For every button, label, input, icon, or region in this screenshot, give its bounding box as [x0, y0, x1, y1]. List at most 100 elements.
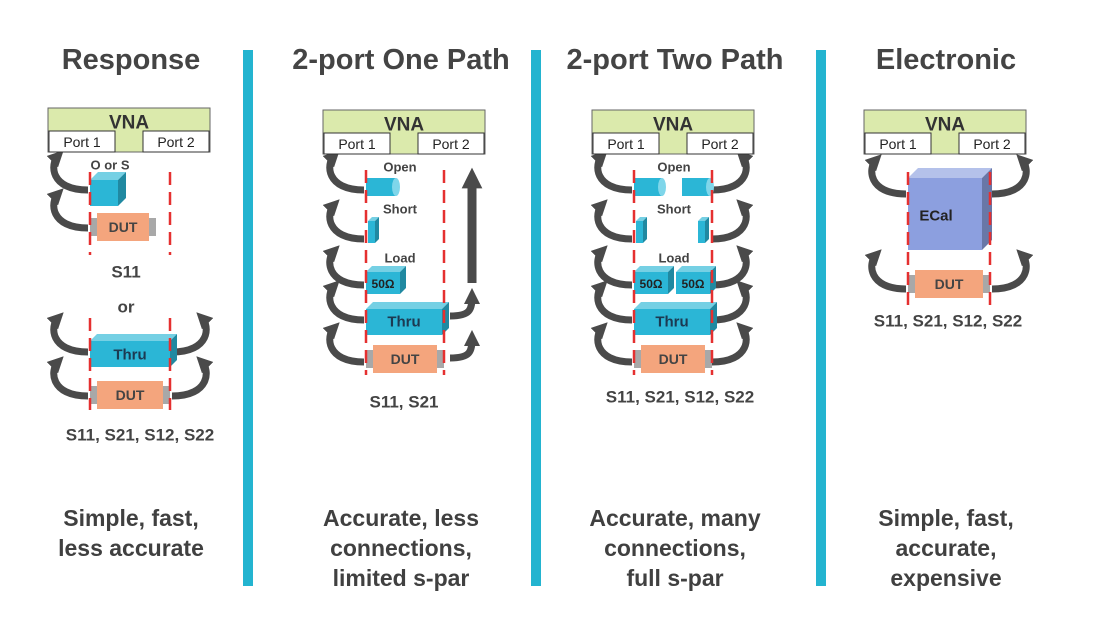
curved-arrow-icon [171, 312, 214, 356]
vna-label: VNA [384, 115, 424, 136]
load-standard [366, 272, 400, 294]
thru-standard-top [634, 302, 717, 309]
curved-arrow-icon [46, 356, 89, 400]
thru-label: Thru [113, 347, 146, 364]
sparams-label: S11, S21, S12, S22 [66, 426, 214, 445]
thru-label: Thru [387, 314, 420, 331]
dut-label: DUT [109, 219, 138, 235]
dut-connector [908, 275, 915, 293]
short-standard-side [705, 217, 709, 243]
port2-box [686, 132, 754, 155]
column-summary-two-path: Accurate, many connections, full s-par [548, 503, 802, 593]
short-label: Short [383, 202, 418, 217]
port2-label: Port 2 [973, 136, 1011, 152]
ecal-module-top [908, 168, 992, 178]
curved-arrow-icon [46, 312, 89, 356]
thru-label: Thru [655, 314, 688, 331]
thru-standard [366, 309, 442, 335]
dut-connector [149, 218, 156, 236]
column-summary-response: Simple, fast, less accurate [20, 503, 242, 563]
curved-arrow-icon [449, 287, 481, 320]
curved-arrow-icon [46, 188, 89, 232]
load-value-label: 50Ω [372, 277, 395, 291]
port2-box [142, 130, 210, 153]
dut-label: DUT [659, 351, 688, 367]
port1-box [48, 130, 116, 153]
port1-label: Port 1 [63, 134, 101, 150]
load-label: Load [658, 251, 689, 266]
summary-line: Accurate, less [323, 505, 479, 531]
port1-box [323, 132, 391, 155]
curved-arrow-icon [711, 245, 754, 289]
summary-line: connections, [330, 535, 472, 561]
curved-arrow-icon [864, 249, 907, 293]
curved-arrow-icon [46, 150, 89, 194]
load-standard-top [676, 266, 716, 272]
curved-arrow-icon [991, 154, 1034, 198]
standards-layer [90, 168, 992, 409]
open-standard [634, 178, 662, 196]
curved-arrow-icon [590, 199, 633, 243]
curved-arrow-icon [711, 322, 754, 366]
curved-arrow-icon [711, 280, 754, 324]
thru-standard-side [170, 334, 177, 367]
dut-connector [90, 386, 97, 404]
column-title-one-path: 2-port One Path [292, 44, 510, 76]
vna-label: VNA [109, 113, 149, 134]
port1-label: Port 1 [338, 136, 376, 152]
port1-label: Port 1 [607, 136, 645, 152]
summary-line: accurate, [895, 535, 997, 561]
o-or-s-standard-top [90, 172, 126, 180]
short-standard-top [368, 217, 379, 221]
summary-line: Accurate, many [589, 505, 761, 531]
column-summary-electronic: Simple, fast, accurate, expensive [835, 503, 1057, 593]
ecal-label: ECal [919, 208, 952, 225]
or-label: or [118, 298, 135, 317]
short-standard [636, 221, 643, 243]
divider-3 [816, 50, 826, 586]
summary-line: expensive [890, 565, 1002, 591]
short-standard-top [698, 217, 709, 221]
thru-standard-top [90, 334, 177, 341]
dut-connector [437, 350, 444, 368]
curved-arrow-icon [322, 280, 365, 324]
dut-connector [705, 350, 712, 368]
short-standard-side [643, 217, 647, 243]
summary-line: less accurate [58, 535, 204, 561]
short-label: Short [657, 202, 692, 217]
load-standard-side [400, 266, 406, 294]
open-label: Open [657, 160, 690, 175]
open-standard-end [392, 178, 400, 196]
curved-arrow-icon [322, 150, 365, 194]
curved-arrow-icon [711, 150, 754, 194]
s11-label: S11 [111, 263, 140, 282]
dut-box [915, 270, 983, 298]
curved-arrow-icon [322, 199, 365, 243]
load-value-label: 50Ω [682, 277, 705, 291]
open-standard [366, 178, 396, 196]
load-value-label: 50Ω [640, 277, 663, 291]
o-or-s-standard-side [118, 172, 126, 206]
summary-line: connections, [604, 535, 746, 561]
dut-box [641, 345, 705, 373]
vna-layer [47, 107, 1027, 155]
curved-arrow-icon [322, 245, 365, 289]
thru-standard [90, 341, 170, 367]
short-standard-top [636, 217, 647, 221]
short-standard [368, 221, 375, 243]
load-standard-top [366, 266, 406, 272]
dut-connector [634, 350, 641, 368]
load-standard-side [668, 266, 674, 294]
port2-label: Port 2 [701, 136, 739, 152]
vna-label: VNA [925, 115, 965, 136]
curved-arrow-icon [449, 329, 481, 362]
summary-line: Simple, fast, [878, 505, 1014, 531]
thru-standard-top [366, 302, 449, 309]
port2-box [958, 132, 1026, 155]
reference-planes-layer [88, 170, 992, 410]
thru-standard [634, 309, 710, 335]
dut-label: DUT [935, 276, 964, 292]
port1-box [864, 132, 932, 155]
curved-arrow-icon [171, 356, 214, 400]
